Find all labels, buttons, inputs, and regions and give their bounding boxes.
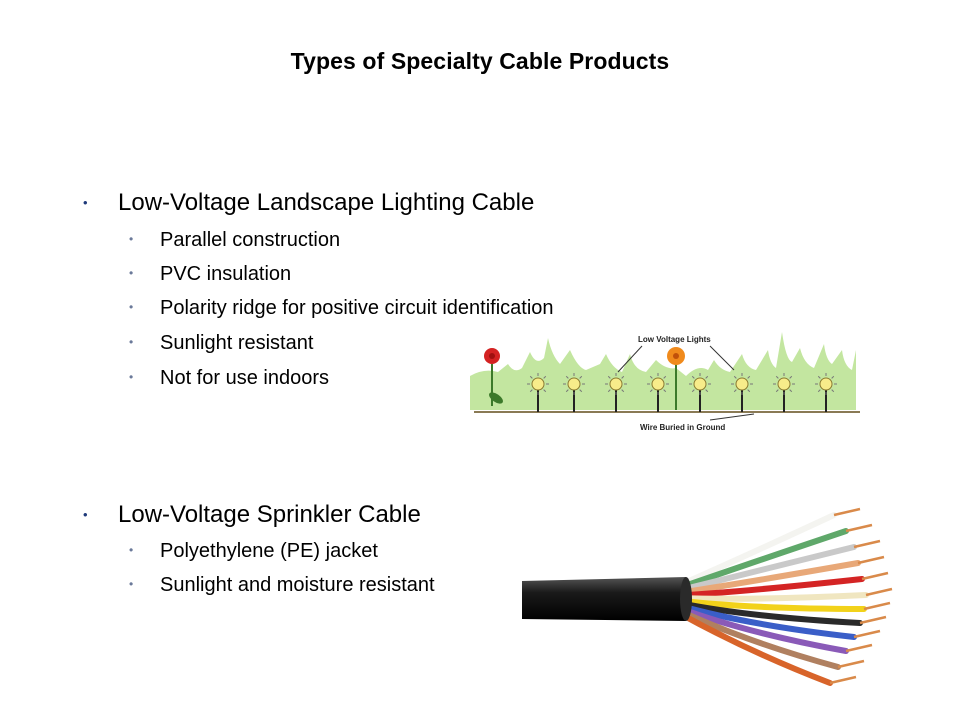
wire-insulation [677,600,863,626]
light-bulb [819,377,833,391]
wire-insulation [677,608,841,670]
light-ray [663,389,667,393]
bullet-icon: • [129,300,134,314]
heading-text: Low-Voltage Landscape Lighting Cable [118,189,535,216]
light-ray [579,375,583,379]
copper-conductor [833,507,861,517]
light-ray [607,389,611,393]
bullet-icon: • [129,370,134,384]
light-ray [565,389,569,393]
light-ray [691,389,695,393]
light-ray [775,375,779,379]
copper-conductor [837,659,865,669]
light-bulb [693,377,707,391]
copper-conductor [845,523,873,533]
wire-insulation [677,528,849,591]
light-ray [543,375,547,379]
light-ray [663,375,667,379]
light-bulb [609,377,623,391]
light-bulb [531,377,545,391]
light-ray [705,389,709,393]
light-ray [529,375,533,379]
light-ray [565,375,569,379]
light-ray [817,389,821,393]
light-ray [705,375,709,379]
light-ray [789,389,793,393]
label-low-voltage-lights: Low Voltage Lights [638,335,711,344]
light-ray [831,375,835,379]
foliage-shape [470,332,856,410]
bullet-icon: • [129,577,134,591]
copper-conductor [829,675,857,685]
light-ray [691,375,695,379]
wire-bundle [677,507,893,686]
copper-conductor [857,555,885,565]
light-ray [733,389,737,393]
light-ray [621,389,625,393]
light-ray [817,375,821,379]
wire-insulation [677,605,849,654]
light-ray [747,389,751,393]
light-bulb [567,377,581,391]
bullet-icon: • [83,195,88,210]
light-ray [621,375,625,379]
wire-insulation [677,592,869,602]
wire-insulation [677,597,867,612]
wire-insulation [677,560,861,596]
landscape-lighting-diagram: Low Voltage Lights Wire Buried in Ground [470,332,860,432]
wire-insulation [677,602,857,640]
lights-group [527,373,837,412]
wire-insulation [677,512,837,588]
light-ray [831,389,835,393]
slide-title: Types of Specialty Cable Products [290,48,670,74]
cable-jacket [522,577,691,621]
bullet-icon: • [129,266,134,280]
wire-insulation [677,576,865,599]
copper-conductor [865,587,893,597]
bullet-icon: • [129,335,134,349]
copper-conductor [859,615,887,625]
wire-insulation [677,544,857,594]
light-ray [543,389,547,393]
copper-conductor [861,571,889,581]
light-ray [529,389,533,393]
light-bulb [777,377,791,391]
light-bulb [651,377,665,391]
light-bulb [735,377,749,391]
light-ray [607,375,611,379]
wire-insulation [677,610,833,686]
light-ray [649,375,653,379]
copper-conductor [853,539,881,549]
copper-conductor [845,643,873,653]
light-ray [579,389,583,393]
light-ray [747,375,751,379]
label-wire-buried: Wire Buried in Ground [640,423,725,432]
light-ray [789,375,793,379]
heading-text: Low-Voltage Sprinkler Cable [118,501,421,528]
light-ray [649,389,653,393]
light-ray [775,389,779,393]
bullet-icon: • [83,507,88,522]
copper-conductor [863,601,891,611]
copper-conductor [853,629,881,639]
bullet-icon: • [129,543,134,557]
sprinkler-cable-image [522,507,893,686]
light-ray [733,375,737,379]
bullet-icon: • [129,232,134,246]
